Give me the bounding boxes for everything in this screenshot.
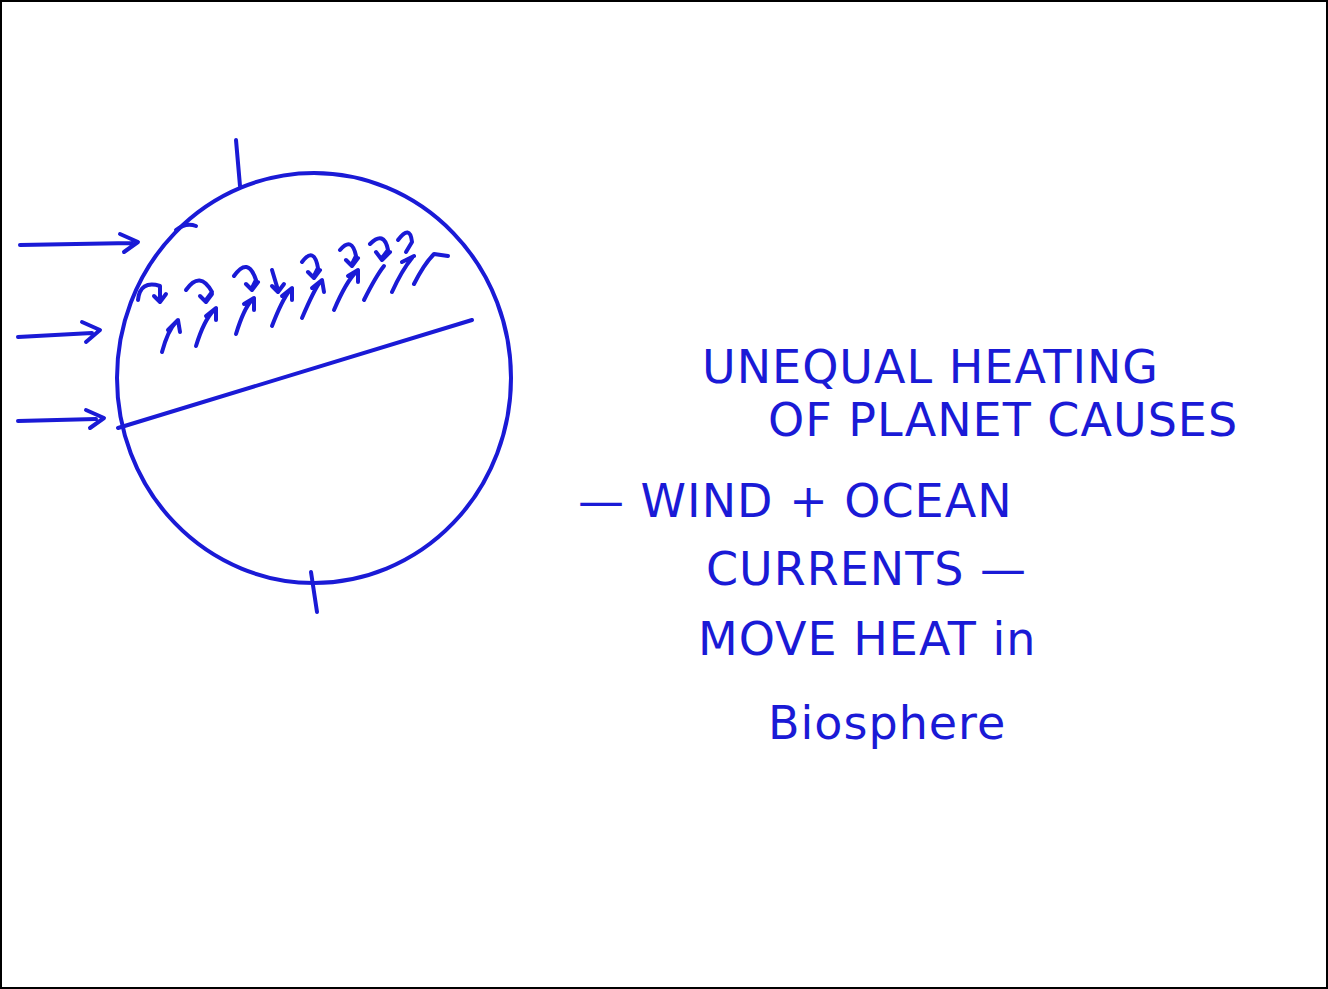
handwritten-note: Biosphere	[768, 698, 1006, 749]
handwritten-note: UNEQUAL HEATING	[702, 342, 1159, 393]
handwritten-note: OF PLANET CAUSES	[768, 395, 1238, 446]
handwritten-note: — WIND + OCEAN	[578, 476, 1013, 527]
handwritten-note: CURRENTS —	[706, 544, 1027, 595]
handwritten-note: MOVE HEAT in	[698, 614, 1036, 665]
